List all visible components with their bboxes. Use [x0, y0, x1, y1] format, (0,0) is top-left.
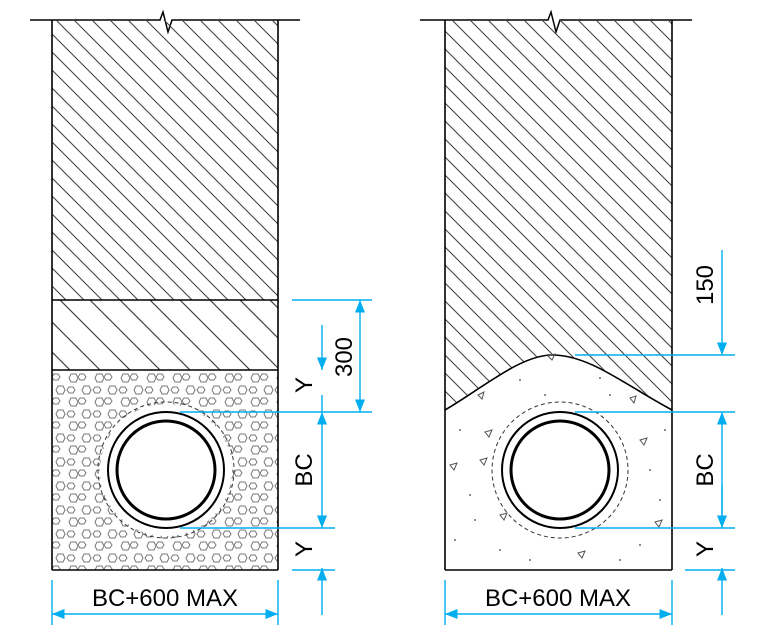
left-trench-section — [30, 9, 300, 571]
right-bottom-y-label: Y — [692, 541, 719, 557]
left-bedding-y-label: Y — [291, 377, 318, 393]
left-cover-label: 300 — [331, 337, 358, 377]
right-concrete-aggregate — [449, 353, 663, 559]
right-pipe-bc-label: BC — [692, 453, 719, 486]
right-width-label: BC+600 MAX — [485, 585, 631, 612]
left-pipe-bc-label: BC — [291, 453, 318, 486]
right-pipe-envelope — [491, 401, 629, 539]
right-dimensions — [444, 250, 735, 625]
right-trench-section — [420, 9, 692, 571]
right-cover-label: 150 — [692, 265, 719, 305]
left-pipe-envelope — [97, 401, 235, 539]
right-pipe-inner — [509, 419, 611, 521]
left-backfill-hatch — [52, 20, 278, 300]
left-bottom-y-label: Y — [291, 541, 318, 557]
left-cover-layer — [52, 300, 278, 370]
left-width-label: BC+600 MAX — [92, 585, 238, 612]
left-pipe-inner — [115, 419, 217, 521]
right-backfill-hatch — [445, 20, 672, 410]
left-dimensions — [51, 299, 372, 625]
